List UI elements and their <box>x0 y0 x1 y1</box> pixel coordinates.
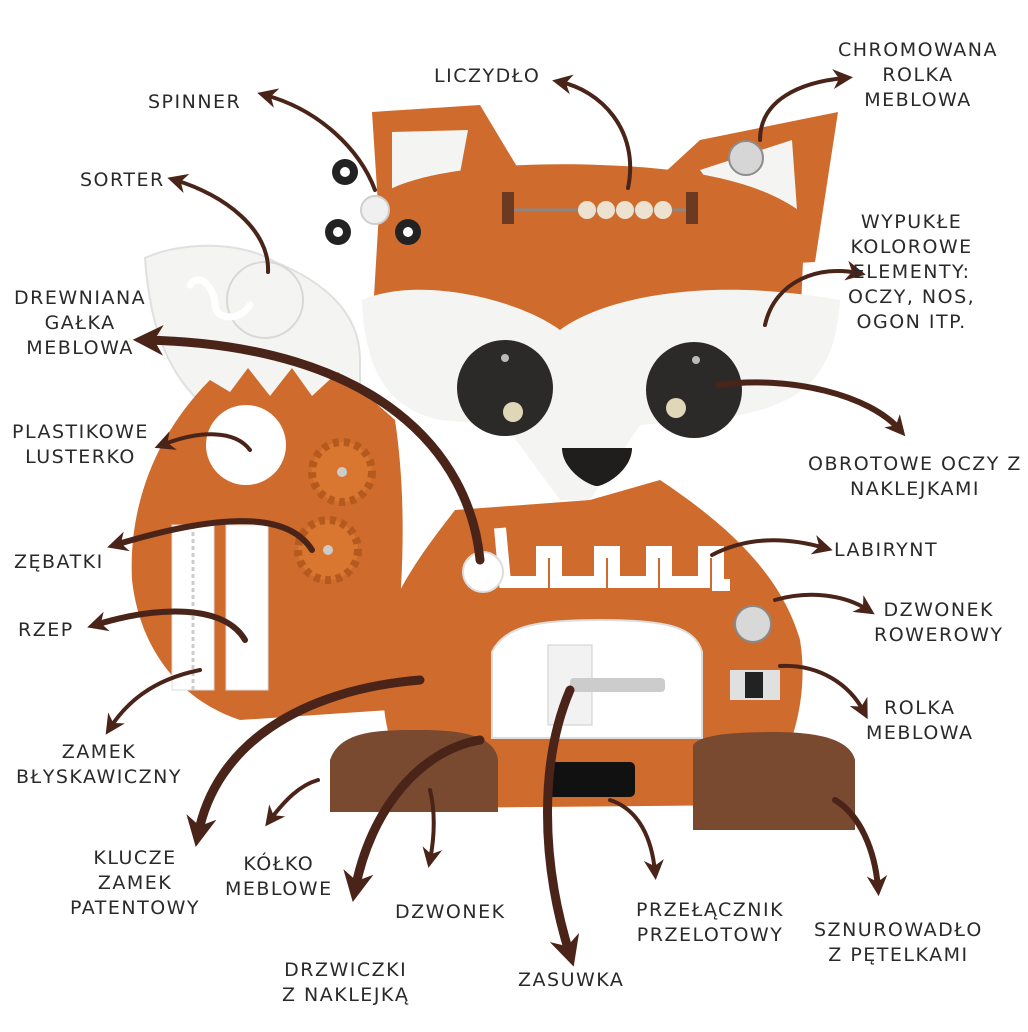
label-spinner: SPINNER <box>148 91 242 113</box>
label-drzwiczki-z-naklejka: DRZWICZKI Z NAKLEJKĄ <box>282 959 410 1007</box>
label-obrotowe-oczy: OBROTOWE OCZY Z NAKLEJKAMI <box>808 453 1022 501</box>
label-zamek-blyskawiczny: ZAMEK BŁYSKAWICZNY <box>16 741 182 789</box>
fox-head <box>362 164 840 500</box>
label-kolko-meblowe: KÓŁKO MEBLOWE <box>225 853 333 901</box>
label-sorter: SORTER <box>80 169 165 191</box>
label-rolka-meblowa: ROLKA MEBLOWA <box>866 697 974 745</box>
label-liczydlo: LICZYDŁO <box>434 65 541 87</box>
label-rzep: RZEP <box>18 619 74 641</box>
label-wypukle-kolorowe-elementy: WYPUKŁE KOLOROWE ELEMENTY: OCZY, NOS, OG… <box>848 211 976 334</box>
annotation-arrows <box>87 69 906 967</box>
label-klucze-zamek-patentowy: KLUCZE ZAMEK PATENTOWY <box>70 847 201 920</box>
label-zebatki: ZĘBATKI <box>14 551 104 573</box>
label-przelacznik-przelotowy: PRZEŁĄCZNIK PRZELOTOWY <box>636 899 785 947</box>
gears <box>294 438 376 584</box>
label-sznurowadlo: SZNUROWADŁO Z PĘTELKAMI <box>814 919 983 967</box>
label-plastikowe-lusterko: PLASTIKOWE LUSTERKO <box>12 421 149 469</box>
label-chromowana-rolka-meblowa: CHROMOWANA ROLKA MEBLOWA <box>838 39 999 112</box>
label-labirynt: LABIRYNT <box>834 539 939 561</box>
label-zasuwka: ZASUWKA <box>518 969 625 991</box>
label-dzwonek: DZWONEK <box>395 901 506 923</box>
spinner <box>325 159 421 245</box>
latch-door <box>491 618 703 739</box>
label-drewniana-galka-meblowa: DREWNIANA GAŁKA MEBLOWA <box>14 287 147 360</box>
chrome-knob <box>728 140 764 176</box>
label-dzwonek-rowerowy: DZWONEK ROWEROWY <box>874 599 1004 647</box>
abacus <box>502 192 698 224</box>
bell-and-roller <box>730 605 780 700</box>
